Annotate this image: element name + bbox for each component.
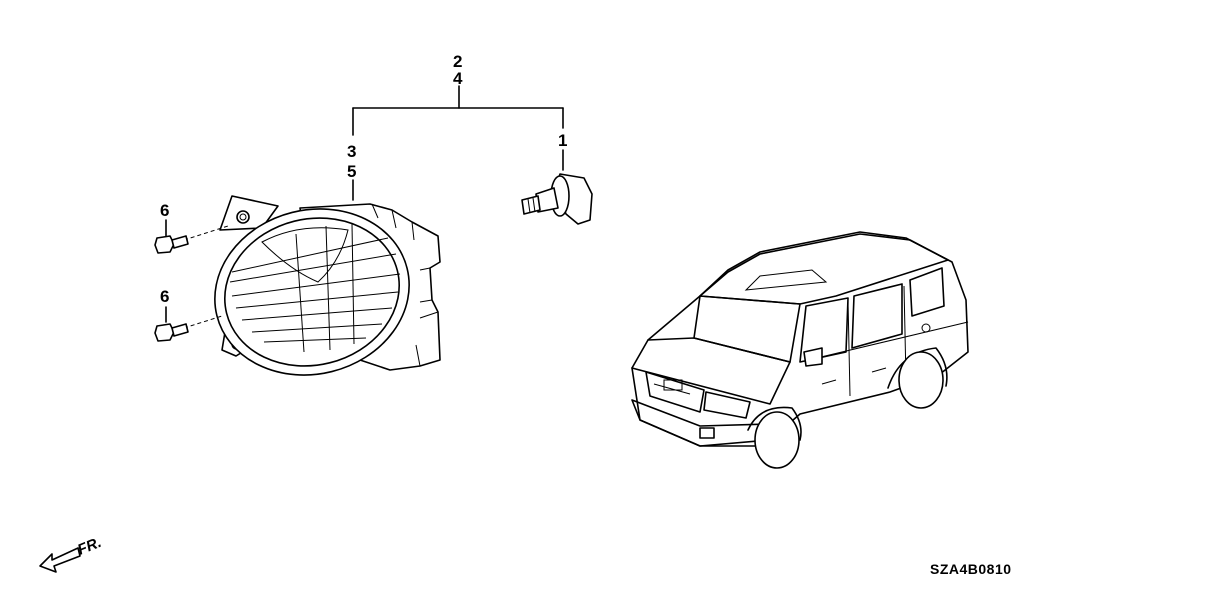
diagram-code: SZA4B0810: [930, 561, 1012, 577]
callout-1: 1: [558, 131, 567, 150]
screw-lower: [154, 315, 223, 342]
lens-hatching: [229, 223, 401, 353]
callout-2: 2: [453, 52, 462, 71]
direction-label: FR.: [75, 534, 104, 559]
fog-light-bulb: [521, 173, 593, 225]
fog-light-housing: [214, 195, 441, 376]
front-direction-indicator: FR.: [39, 534, 104, 573]
callout-3: 3: [347, 142, 356, 161]
callout-5: 5: [347, 162, 356, 181]
callout-4: 4: [453, 69, 463, 88]
callout-6-upper: 6: [160, 201, 169, 220]
vehicle-illustration: [631, 231, 969, 469]
callout-6-lower: 6: [160, 287, 169, 306]
leader-lines: [165, 85, 564, 323]
vehicle-fog-light-marker: [699, 427, 715, 439]
screw-upper: [154, 225, 229, 254]
